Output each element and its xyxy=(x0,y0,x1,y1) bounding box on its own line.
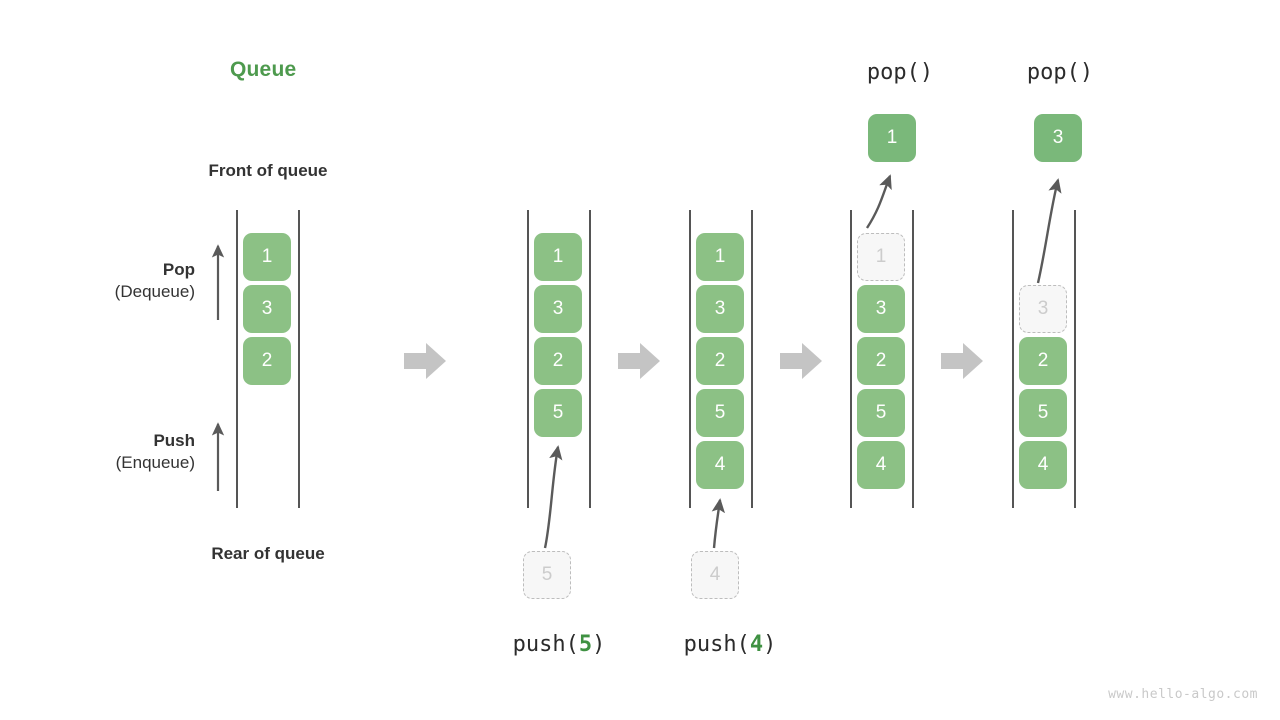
push-label: Push (Enqueue) xyxy=(20,431,195,473)
queue-cell: 1 xyxy=(696,233,744,281)
operation-label-pop-1: pop() xyxy=(866,60,934,85)
queue-rail-left xyxy=(689,210,691,508)
incoming-element-ghost: 4 xyxy=(691,551,739,599)
queue-cell: 5 xyxy=(857,389,905,437)
queue-cell-removed: 3 xyxy=(1019,285,1067,333)
queue-cell: 2 xyxy=(857,337,905,385)
push-4-flow-arrow xyxy=(711,498,726,549)
popped-element: 1 xyxy=(868,114,916,162)
queue-rail-left xyxy=(1012,210,1014,508)
queue-cell: 5 xyxy=(1019,389,1067,437)
queue-cell-removed: 1 xyxy=(857,233,905,281)
operation-label-push-4: push(4) xyxy=(630,632,830,657)
pop-label-secondary: (Dequeue) xyxy=(114,282,195,301)
queue-rail-left xyxy=(850,210,852,508)
queue-rail-right xyxy=(589,210,591,508)
operation-name: push( xyxy=(512,632,579,657)
queue-cell: 5 xyxy=(534,389,582,437)
queue-rail-right xyxy=(912,210,914,508)
pop-1-flow-arrow xyxy=(865,174,892,229)
popped-element: 3 xyxy=(1034,114,1082,162)
queue-rail-right xyxy=(298,210,300,508)
queue-cell: 2 xyxy=(696,337,744,385)
queue-rail-left xyxy=(236,210,238,508)
transition-arrow-4 xyxy=(941,341,983,386)
push-label-primary: Push xyxy=(153,431,195,450)
push-5-flow-arrow xyxy=(543,445,563,549)
queue-cell: 5 xyxy=(696,389,744,437)
watermark: www.hello-algo.com xyxy=(1108,687,1258,702)
front-of-queue-label: Front of queue xyxy=(208,161,328,180)
operation-label-push-5: push(5) xyxy=(459,632,659,657)
transition-arrow-2 xyxy=(618,341,660,386)
queue-rail-right xyxy=(1074,210,1076,508)
queue-cell: 1 xyxy=(243,233,291,281)
queue-cell: 3 xyxy=(696,285,744,333)
queue-rail-right xyxy=(751,210,753,508)
transition-arrow-1 xyxy=(404,341,446,386)
queue-cell: 4 xyxy=(1019,441,1067,489)
pop-label: Pop (Dequeue) xyxy=(20,260,195,302)
transition-arrow-3 xyxy=(780,341,822,386)
operation-argument: 5 xyxy=(578,632,593,657)
pop-3-flow-arrow xyxy=(1036,178,1062,284)
queue-cell: 2 xyxy=(243,337,291,385)
queue-cell: 4 xyxy=(857,441,905,489)
page-title: Queue xyxy=(230,58,297,81)
queue-cell: 3 xyxy=(534,285,582,333)
queue-cell: 3 xyxy=(857,285,905,333)
queue-cell: 1 xyxy=(534,233,582,281)
pop-label-primary: Pop xyxy=(162,260,195,279)
operation-label-pop-3: pop() xyxy=(1026,60,1094,85)
incoming-element-ghost: 5 xyxy=(523,551,571,599)
queue-rail-left xyxy=(527,210,529,508)
operation-paren-close: ) xyxy=(763,632,777,657)
operation-name: push( xyxy=(683,632,750,657)
rear-of-queue-label: Rear of queue xyxy=(211,544,325,563)
queue-cell: 2 xyxy=(1019,337,1067,385)
operation-argument: 4 xyxy=(749,632,764,657)
push-label-secondary: (Enqueue) xyxy=(115,453,195,472)
queue-cell: 2 xyxy=(534,337,582,385)
operation-paren-close: ) xyxy=(592,632,606,657)
queue-cell: 3 xyxy=(243,285,291,333)
queue-cell: 4 xyxy=(696,441,744,489)
